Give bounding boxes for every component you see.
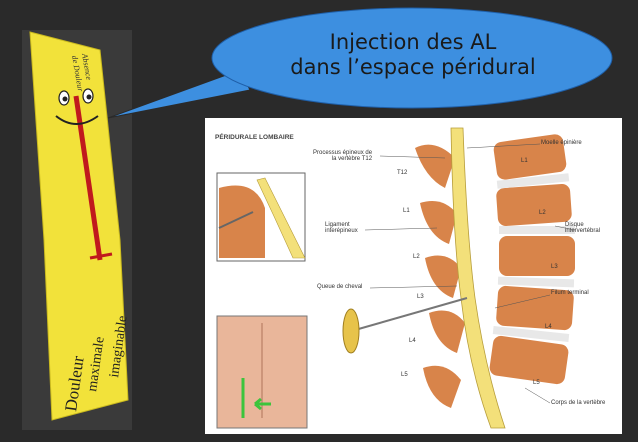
vertebra-label-l4-left: L4	[409, 338, 416, 344]
vertebra-label-l1-left: L1	[403, 208, 410, 214]
vertebra-label-l2-left: L2	[413, 254, 420, 260]
spinous-processes	[415, 144, 465, 408]
spinal-cord	[450, 127, 506, 429]
inset-spinal-cord	[256, 177, 306, 259]
bubble-line-2: dans l’espace péridural	[290, 55, 536, 79]
label-moelle: Moelle épinière	[541, 140, 582, 146]
speech-bubble-body	[211, 7, 613, 109]
figure-title: PÉRIDURALE LOMBAIRE	[215, 134, 294, 141]
syringe-hub	[342, 308, 360, 354]
vertebral-bodies	[489, 134, 575, 385]
vertebra-label-l5-right: L5	[533, 380, 540, 386]
vertebra-label-l2-right: L2	[539, 210, 546, 216]
label-disque-line-1: Disque	[565, 222, 584, 228]
green-arrow-icon	[254, 397, 271, 411]
epidural-illustration: PÉRIDURALE LOMBAIRE Processus épineux de…	[205, 118, 622, 434]
intervertebral-discs	[492, 173, 575, 342]
label-ligament: Ligament interépineux	[325, 222, 358, 234]
bubble-line-1: Injection des AL	[329, 30, 497, 54]
vertebra-label-l1-right: L1	[521, 158, 528, 164]
vertebra-label-l3-left: L3	[417, 294, 424, 300]
label-filum: Filum terminal	[551, 290, 589, 296]
vertebra-label-l5-left: L5	[401, 372, 408, 378]
label-processus-line-1: Processus épineux de	[313, 150, 373, 156]
pain-scale-strip	[29, 31, 129, 421]
smiley-face-icon	[55, 88, 99, 125]
label-corps: Corps de la vertèbre	[551, 400, 606, 406]
inset-needle	[218, 211, 254, 229]
label-disque: Disque intervertébral	[565, 222, 600, 234]
label-ligament-line-2: interépineux	[325, 228, 358, 234]
label-processus: Processus épineux de la vertèbre T12	[313, 150, 372, 162]
label-queue: Queue de cheval	[317, 284, 363, 290]
leader-lines	[364, 143, 576, 404]
label-processus-line-2: la vertèbre T12	[331, 156, 373, 162]
epidural-needle	[354, 297, 468, 331]
vertebra-label-t12: T12	[397, 170, 408, 176]
label-ligament-line-1: Ligament	[325, 222, 350, 228]
inset-bone	[219, 185, 265, 258]
vertebra-label-l3-right: L3	[551, 264, 558, 270]
vertebra-label-l4-right: L4	[545, 324, 552, 330]
pain-scale-end-mark	[89, 252, 113, 260]
label-disque-line-2: intervertébral	[565, 228, 601, 234]
bubble-text: Injection des AL dans l’espace péridural	[268, 30, 558, 80]
spine-drawing	[216, 127, 576, 429]
